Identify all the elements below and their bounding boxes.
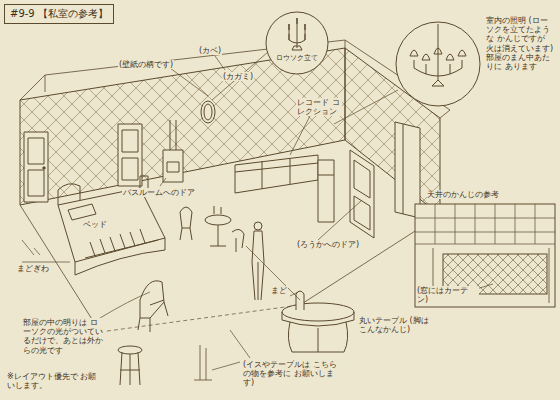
note-label: ※レイアウト優先で お願いします。 — [6, 372, 100, 390]
note-label: 丸いテーブル (脚はこんなかんじ) — [358, 316, 430, 334]
person — [252, 231, 264, 300]
armchair — [140, 281, 164, 318]
note-label: (カベ) — [198, 46, 222, 55]
node-outline — [264, 10, 330, 76]
record-cabinet — [235, 155, 318, 193]
note-label: レコード コレクション — [296, 98, 342, 116]
round-table-detail — [282, 303, 354, 321]
inset-note: (窓にはカーテン) — [417, 286, 479, 304]
note-label: まど — [270, 286, 288, 295]
callout-text: 天井のかんじの参考 — [427, 190, 553, 199]
note-label: (壁紙の柄です) — [118, 60, 174, 69]
callout-circle: 室内の照明 (ローソクを立てたような かんじですが 火は消えています) 部屋のま… — [392, 14, 558, 114]
note-label: まどぎわ — [16, 264, 50, 273]
inset-box: 天井のかんじの参考 (窓にはカーテン) — [413, 190, 557, 309]
hall-door — [350, 150, 374, 238]
note-label: 部屋の中の明りは ローソクの光がついているだけで、あとは外からの光です — [22, 318, 106, 355]
callout-circle: ロウソク立て — [264, 10, 330, 76]
mirror — [201, 101, 215, 123]
note-label: (カガミ) — [222, 72, 254, 81]
bed — [58, 188, 165, 262]
note-label: バスルームへのドア — [122, 188, 196, 197]
note-label: (イスやテーブルは こちらの物を参考に お願いします) — [242, 360, 340, 388]
stove — [163, 150, 183, 182]
round-table — [205, 215, 231, 225]
callout-text: ロウソク立て — [272, 54, 322, 62]
note-label: ベッド — [82, 220, 108, 229]
callout-text: 室内の照明 (ローソクを立てたような かんじですが 火は消えています) 部屋のま… — [486, 16, 554, 71]
door — [24, 132, 48, 202]
note-label: (ろうかへのドア) — [296, 240, 360, 249]
sheet-title: #9-9 【私室の参考】 — [4, 4, 114, 24]
bathroom-door — [118, 124, 142, 186]
